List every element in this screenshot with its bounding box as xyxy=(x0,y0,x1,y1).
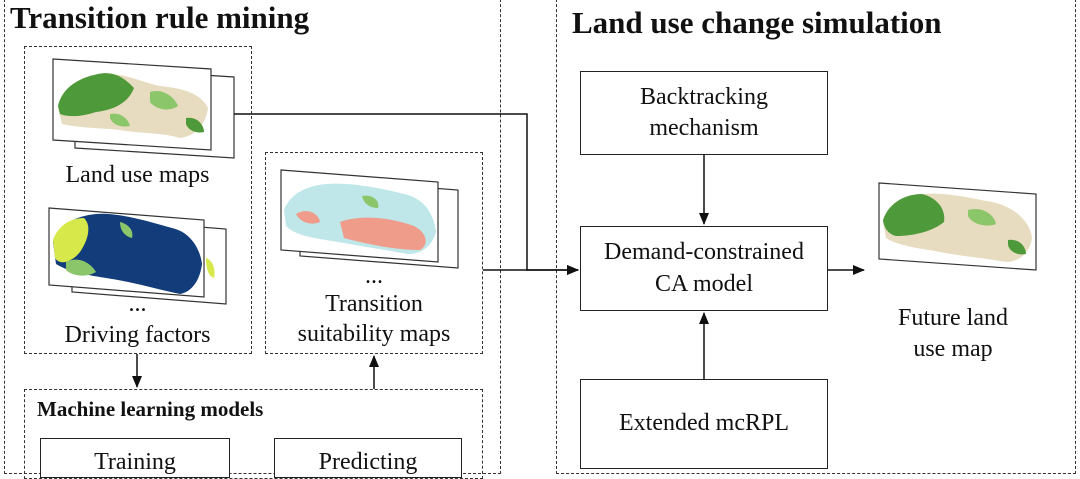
future-land-use-map-image xyxy=(878,182,1037,271)
machine-learning-models-title: Machine learning models xyxy=(37,397,264,421)
driving-factors-label: Driving factors xyxy=(64,322,211,348)
transition-rule-mining-title: Transition rule mining xyxy=(10,0,310,35)
extended-mcrpl-box: Extended mcRPL xyxy=(580,379,828,469)
diagram-graphics xyxy=(48,58,1037,389)
suitability-maps-group xyxy=(265,152,483,354)
backtracking-line2: mechanism xyxy=(649,115,759,141)
suitability-ellipsis: ... xyxy=(365,263,383,289)
input-maps-group xyxy=(24,46,252,354)
future-land-use-line2: use map xyxy=(913,336,993,362)
land-use-maps-image xyxy=(52,58,235,159)
suitability-label-line1: Transition xyxy=(325,291,423,317)
backtracking-line1: Backtracking xyxy=(640,83,768,110)
suitability-maps-image xyxy=(280,169,459,269)
land-use-change-simulation-title: Land use change simulation xyxy=(572,5,942,40)
future-land-use-line1: Future land xyxy=(898,305,1008,331)
connector-arrows xyxy=(132,113,865,389)
suitability-label-line2: suitability maps xyxy=(297,321,451,347)
ca-model-box: Demand-constrained CA model xyxy=(580,226,828,311)
driving-factors-image xyxy=(48,207,227,305)
land-use-maps-label: Land use maps xyxy=(65,162,210,188)
backtracking-mechanism-box: Backtracking mechanism xyxy=(580,71,828,155)
ca-model-line2: CA model xyxy=(654,270,753,297)
ca-model-line1: Demand-constrained xyxy=(604,239,804,266)
extended-mcrpl-label: Extended mcRPL xyxy=(619,410,789,436)
